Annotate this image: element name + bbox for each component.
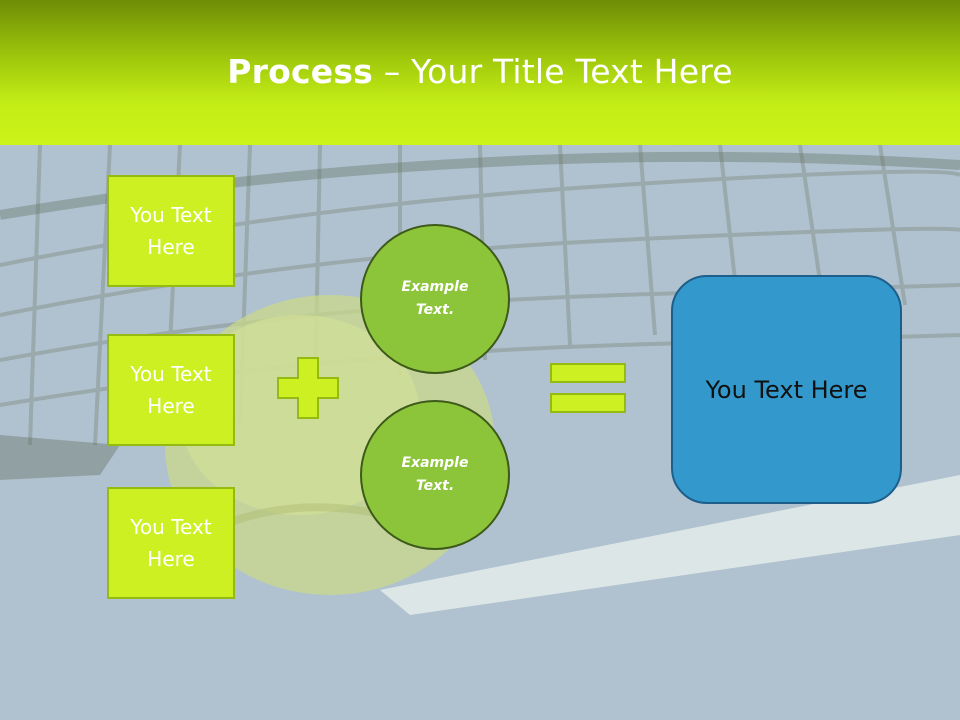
example-circle-1-label: Example Text. — [401, 279, 469, 318]
input-box-1-label: You Text Here — [130, 203, 212, 259]
example-circle-1[interactable]: Example Text. — [360, 224, 510, 374]
input-box-3-label: You Text Here — [130, 515, 212, 571]
slide-title-rest: – Your Title Text Here — [373, 52, 733, 91]
result-box[interactable]: You Text Here — [671, 275, 902, 504]
result-box-label: You Text Here — [705, 375, 868, 404]
input-box-2-label: You Text Here — [130, 362, 212, 418]
equals-top-bar — [550, 363, 626, 383]
example-circle-2[interactable]: Example Text. — [360, 400, 510, 550]
input-box-1[interactable]: You Text Here — [107, 175, 235, 287]
slide-title: Process – Your Title Text Here — [0, 52, 960, 91]
plus-icon — [277, 357, 339, 424]
input-box-3[interactable]: You Text Here — [107, 487, 235, 599]
input-box-2[interactable]: You Text Here — [107, 334, 235, 446]
example-circle-2-label: Example Text. — [401, 455, 469, 494]
title-bar: Process – Your Title Text Here — [0, 0, 960, 145]
equals-bottom-bar — [550, 393, 626, 413]
slide-title-bold: Process — [227, 52, 374, 91]
